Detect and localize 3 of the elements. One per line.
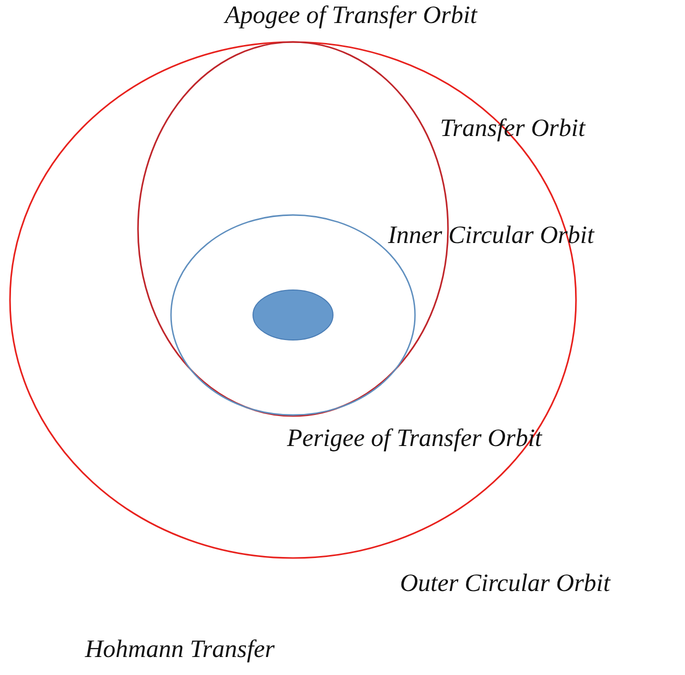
orbit-label: Apogee of Transfer Orbit [225,2,478,30]
caption: Hohmann Transfer [85,636,275,664]
orbit-label: Outer Circular Orbit [400,570,610,598]
